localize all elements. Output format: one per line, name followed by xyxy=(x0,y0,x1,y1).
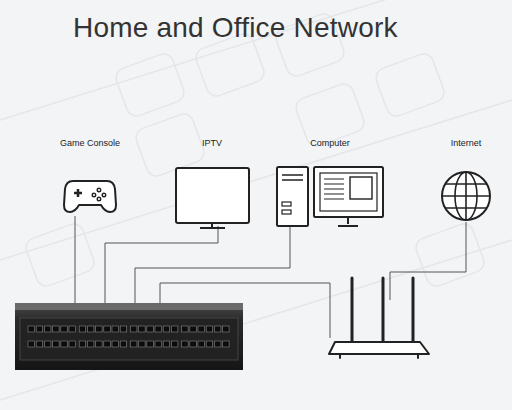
internet-wire xyxy=(390,222,466,300)
gamepad-button xyxy=(97,188,101,192)
monitor-stand xyxy=(338,217,358,226)
icon-group xyxy=(176,168,249,228)
switch-port xyxy=(130,341,137,347)
switch-port xyxy=(112,326,119,332)
switch-body xyxy=(15,303,243,370)
device-node: Game Console xyxy=(40,134,140,219)
switch-port xyxy=(53,341,60,347)
switch-port xyxy=(36,326,43,332)
switch-port xyxy=(44,326,51,332)
switch-port xyxy=(163,341,170,347)
screen-box xyxy=(350,177,372,199)
switch-panel xyxy=(20,318,238,360)
switch-port xyxy=(69,326,76,332)
switch-port xyxy=(79,341,86,347)
gamepad-button xyxy=(97,197,101,201)
device-label: IPTV xyxy=(162,134,262,152)
switch-port xyxy=(69,341,76,347)
switch-port xyxy=(139,341,146,347)
icon-group xyxy=(442,172,490,220)
switch-port xyxy=(96,341,103,347)
switch-port xyxy=(130,326,137,332)
monitor-frame xyxy=(314,167,383,217)
switch-port xyxy=(147,341,154,347)
gamepad-dpad xyxy=(74,189,82,197)
switch-port xyxy=(155,326,162,332)
router-body xyxy=(329,342,429,354)
switch-port xyxy=(139,326,146,332)
device-node: Internet xyxy=(426,134,506,224)
switch-ports xyxy=(28,326,229,347)
icon-group xyxy=(64,181,116,212)
device-label: Game Console xyxy=(40,134,140,152)
switch-port xyxy=(120,341,127,347)
iptv-wire xyxy=(105,226,218,303)
switch-port xyxy=(44,341,51,347)
device-node: Computer xyxy=(268,134,392,230)
device-icon xyxy=(268,134,392,230)
background-pattern xyxy=(0,0,512,400)
device-label: Internet xyxy=(426,134,506,152)
switch-port xyxy=(171,326,178,332)
router-antenna xyxy=(351,278,354,341)
pc-drive xyxy=(282,175,303,180)
switch-port xyxy=(147,326,154,332)
switch-port xyxy=(190,341,197,347)
switch-port xyxy=(223,341,230,347)
switch-port xyxy=(163,326,170,332)
switch-port xyxy=(61,341,68,347)
gamepad-button xyxy=(102,193,106,197)
switch-port xyxy=(28,341,35,347)
switch-port xyxy=(120,326,127,332)
switch-port xyxy=(214,341,221,347)
computer-wire xyxy=(135,226,290,303)
tv-stand xyxy=(200,223,225,228)
switch-port xyxy=(104,326,111,332)
gamepad-button xyxy=(92,193,96,197)
switch-port xyxy=(182,326,189,332)
switch-port xyxy=(190,326,197,332)
switch-port xyxy=(198,326,205,332)
router-antenna xyxy=(412,278,415,341)
router-feet xyxy=(340,354,418,358)
switch-port xyxy=(112,341,119,347)
switch-port xyxy=(206,341,213,347)
globe-lines xyxy=(442,172,490,220)
switch-port xyxy=(79,326,86,332)
screen-lines xyxy=(324,179,344,199)
tv-screen xyxy=(176,168,249,223)
icon-group xyxy=(277,167,383,226)
wireless-router xyxy=(329,278,429,358)
console-wire xyxy=(75,216,76,303)
router-antenna xyxy=(382,278,385,341)
monitor-screen xyxy=(320,173,377,211)
switch-port xyxy=(171,341,178,347)
pc-slot xyxy=(282,210,291,214)
switch-port xyxy=(87,326,94,332)
pc-tower xyxy=(277,167,308,226)
switch-port xyxy=(53,326,60,332)
switch-port xyxy=(104,341,111,347)
pc-slot xyxy=(282,202,291,206)
switch-port xyxy=(36,341,43,347)
switch-port xyxy=(155,341,162,347)
switch-port xyxy=(223,326,230,332)
network-switch xyxy=(15,303,243,370)
switch-top xyxy=(15,303,243,310)
device-node: IPTV xyxy=(162,134,262,230)
switch-port xyxy=(87,341,94,347)
switch-port xyxy=(182,341,189,347)
switch-port xyxy=(61,326,68,332)
gamepad-outline xyxy=(64,181,116,212)
switch-port xyxy=(198,341,205,347)
switch-port xyxy=(214,326,221,332)
diagram-title: Home and Office Network xyxy=(73,12,398,44)
globe-outline xyxy=(442,172,490,220)
switch-port xyxy=(206,326,213,332)
device-icon xyxy=(162,134,262,230)
device-label: Computer xyxy=(268,134,392,152)
switch-port xyxy=(28,326,35,332)
switch-port xyxy=(96,326,103,332)
